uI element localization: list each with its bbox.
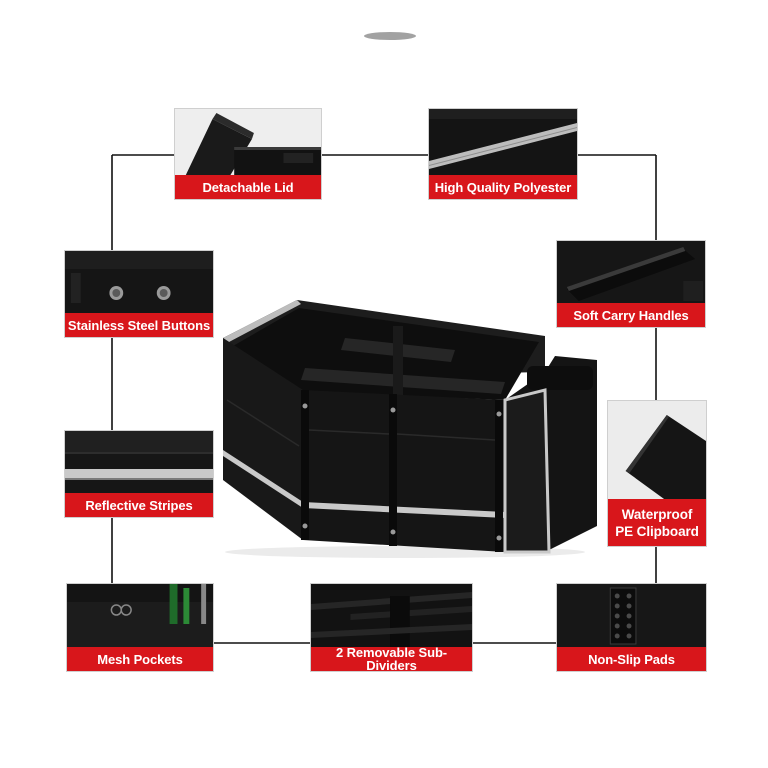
reflective-stripes-label: Reflective Stripes [65, 493, 213, 517]
clipboard-label-line1: Waterproof [621, 506, 693, 522]
carry-handles-label: Soft Carry Handles [557, 303, 705, 327]
detachable-lid-photo [175, 109, 321, 177]
feature-card-mesh-pockets: Mesh Pockets [66, 583, 214, 672]
polyester-label: High Quality Polyester [429, 175, 577, 199]
feature-card-detachable-lid: Detachable Lid [174, 108, 322, 200]
non-slip-pads-label: Non-Slip Pads [557, 647, 706, 671]
feature-card-waterproof-clipboard: Waterproof PE Clipboard [607, 400, 707, 547]
clipboard-photo [608, 401, 706, 501]
sub-dividers-photo [311, 584, 472, 649]
mesh-pockets-photo [67, 584, 213, 649]
feature-card-stainless-steel-buttons: Stainless Steel Buttons [64, 250, 214, 338]
steel-buttons-photo [65, 251, 213, 315]
feature-card-high-quality-polyester: High Quality Polyester [428, 108, 578, 200]
clipboard-label-line2: PE Clipboard [615, 523, 699, 539]
reflective-stripes-photo [65, 431, 213, 495]
feature-card-reflective-stripes: Reflective Stripes [64, 430, 214, 518]
clipboard-label: Waterproof PE Clipboard [608, 499, 706, 546]
feature-card-non-slip-pads: Non-Slip Pads [556, 583, 707, 672]
shadow-smudge [364, 32, 416, 40]
feature-card-sub-dividers: 2 Removable Sub-Dividers [310, 583, 473, 672]
steel-buttons-label: Stainless Steel Buttons [65, 313, 213, 337]
detachable-lid-label: Detachable Lid [175, 175, 321, 199]
polyester-photo [429, 109, 577, 177]
mesh-pockets-label: Mesh Pockets [67, 647, 213, 671]
carry-handles-photo [557, 241, 705, 305]
trunk-organizer-product [205, 290, 605, 560]
feature-card-soft-carry-handles: Soft Carry Handles [556, 240, 706, 328]
non-slip-pads-photo [557, 584, 706, 649]
sub-dividers-label: 2 Removable Sub-Dividers [311, 646, 472, 671]
